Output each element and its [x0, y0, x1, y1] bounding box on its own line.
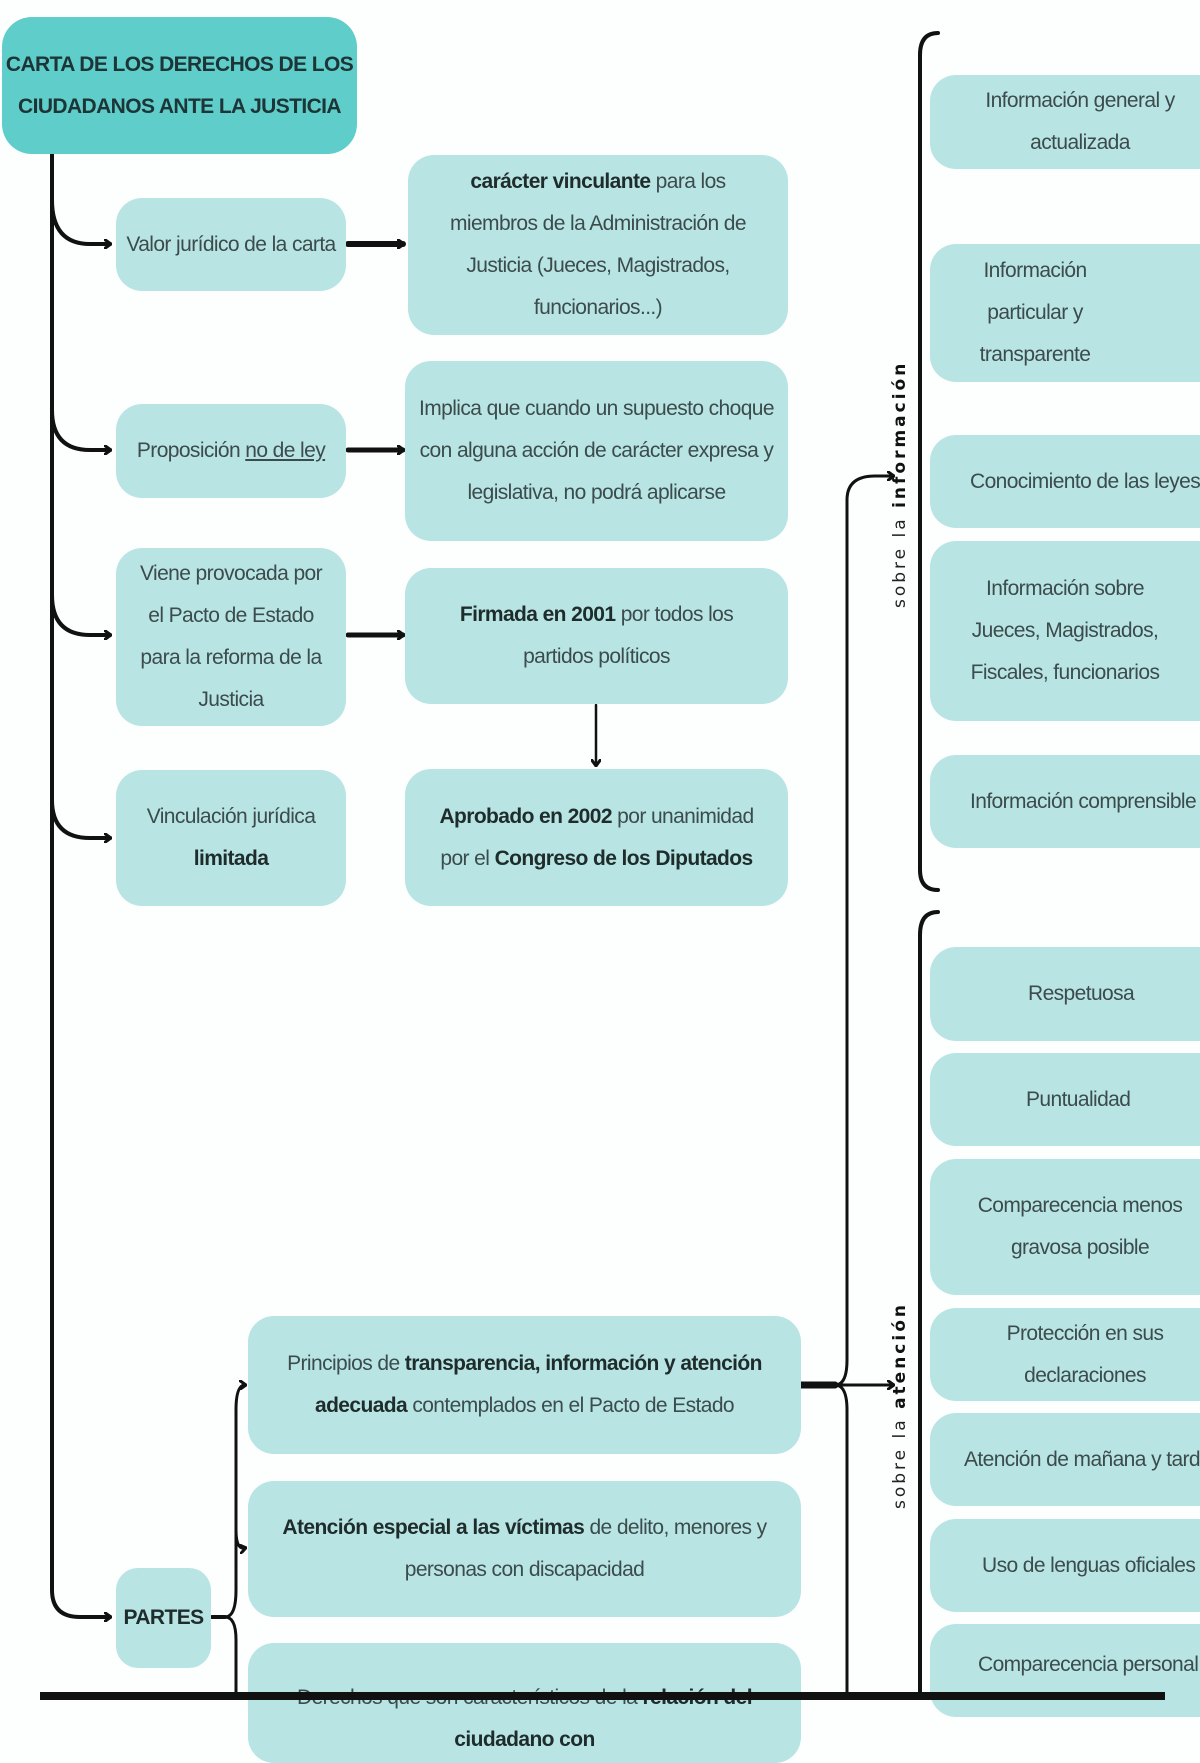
branch-valor — [50, 198, 112, 244]
attention-item: Protección en sus declaraciones — [930, 1308, 1200, 1401]
branch-proposicion — [50, 408, 112, 450]
attention-item: Uso de lenguas oficiales — [930, 1519, 1200, 1612]
box-atencion-especial: Atención especial a las víctimas de deli… — [248, 1481, 801, 1617]
box-derechos: Derechos que son característicos de la r… — [248, 1643, 801, 1763]
branch-to-informacion — [833, 476, 893, 1387]
box-valor-juridico: Valor jurídico de la carta — [116, 198, 346, 291]
box-proposicion: Proposición no de ley — [116, 404, 346, 498]
box-principios: Principios de transparencia, información… — [248, 1316, 801, 1454]
label-sobre-la-informacion: sobre la información — [890, 360, 910, 608]
bracket-atencion — [918, 910, 940, 1700]
branch-principios — [223, 1385, 245, 1619]
info-item: Conocimiento de las leyes — [930, 435, 1200, 528]
box-caracter-vinculante: carácter vinculante para los miembros de… — [408, 155, 788, 335]
attention-item: Respetuosa — [930, 947, 1200, 1041]
attention-item: Comparecencia personal — [930, 1624, 1200, 1717]
bottom-bar — [40, 1692, 1165, 1700]
trunk-line — [50, 152, 112, 1617]
branch-atencion-especial — [234, 1529, 245, 1562]
bracket-informacion — [918, 31, 940, 892]
attention-item: Atención de mañana y tarde — [930, 1413, 1200, 1506]
connector-lines — [50, 31, 940, 1700]
info-item: Información general y actualizada — [930, 75, 1200, 169]
attention-item: Puntualidad — [930, 1053, 1200, 1146]
branch-viene — [50, 593, 112, 635]
info-item: Información sobre Jueces, Magistrados, F… — [930, 541, 1200, 721]
box-aprobado: Aprobado en 2002 por unanimidad por el C… — [405, 769, 788, 906]
label-sobre-la-atencion: sobre la atención — [890, 1302, 910, 1509]
info-item: Información particular y transparente — [930, 244, 1200, 382]
box-viene-provocada: Viene provocada por el Pacto de Estado p… — [116, 548, 346, 726]
branch-down — [833, 1383, 849, 1700]
box-firmada: Firmada en 2001 por todos los partidos p… — [405, 568, 788, 704]
branch-derechos — [223, 1615, 238, 1700]
branch-vinculacion — [50, 798, 112, 838]
attention-item: Comparecencia menos gravosa posible — [930, 1159, 1200, 1295]
box-implica: Implica que cuando un supuesto choque co… — [405, 361, 788, 541]
info-item: Información comprensible — [930, 755, 1200, 848]
box-partes: PARTES — [116, 1568, 211, 1668]
